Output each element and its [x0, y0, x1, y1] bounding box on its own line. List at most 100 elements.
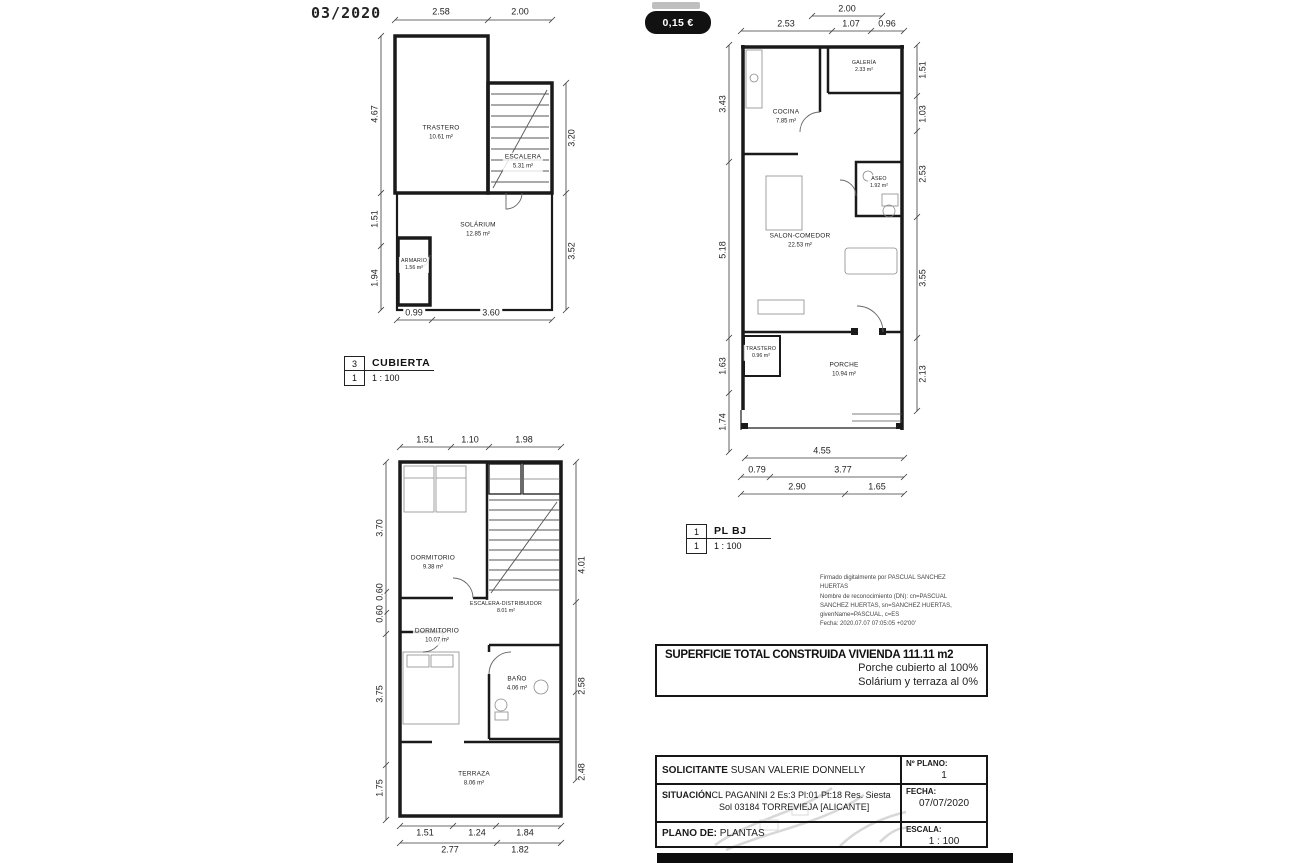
title-block-row-plano: PLANO DE: PLANTAS ESCALA: 1 : 100	[657, 823, 986, 847]
title-block-row-solicitante: SOLICITANTE SUSAN VALERIE DONNELLY Nº PL…	[657, 757, 986, 785]
dim-label: 2.00	[509, 6, 531, 17]
dim-label: 0.60	[374, 581, 385, 603]
signature-line: Firmado digitalmente por PASCUAL SANCHEZ	[820, 575, 946, 581]
room-area: 5.31 m²	[512, 163, 534, 170]
dim-label: 1.51	[369, 208, 380, 230]
room-name: COCINA	[772, 108, 800, 116]
signature-line: givenName=PASCUAL, c=ES	[820, 612, 900, 619]
dim-label: 3.52	[566, 240, 577, 262]
situacion-cell: SITUACIÓNCL PAGANINI 2 Es:3 Pl:01 Pt:18 …	[657, 785, 902, 821]
room-name: TRASTERO	[745, 345, 777, 352]
room-label-distribuidor: ESCALERA-DISTRIBUIDOR 8.01 m²	[467, 599, 545, 617]
room-area: 1.56 m²	[405, 265, 423, 271]
dim-label: 1.63	[717, 355, 728, 377]
dim-label: 1.75	[374, 777, 385, 799]
room-label-salon-comedor: SALON-COMEDOR 22.53 m²	[767, 231, 833, 251]
dim-label: 1.94	[369, 267, 380, 289]
room-name: SALON-COMEDOR	[769, 232, 831, 240]
dim-label: 1.10	[459, 434, 481, 445]
dim-label: 5.18	[717, 239, 728, 261]
room-name: ASEO	[871, 175, 887, 182]
room-label-solarium: SOLÁRIUM 12.85 m²	[458, 220, 498, 240]
room-area: 1.92 m²	[870, 183, 888, 189]
planta-primera-furniture-icons	[402, 465, 549, 725]
dim-label: 3.75	[374, 683, 385, 705]
room-area: 9.38 m²	[422, 564, 444, 571]
dim-label: 0.60	[374, 603, 385, 625]
surface-note-porche: Porche cubierto al 100%	[858, 662, 978, 674]
dim-label: 0.79	[746, 464, 768, 475]
fecha-value: 07/07/2020	[918, 798, 970, 809]
room-area: 12.85 m²	[466, 231, 490, 238]
room-label-trastero-cubierta: TRASTERO 10.61 m²	[420, 123, 462, 143]
room-name: ESCALERA-DISTRIBUIDOR	[469, 600, 543, 607]
dim-label: 3.77	[832, 464, 854, 475]
dim-label: 0.99	[403, 307, 425, 318]
dim-label: 4.67	[369, 103, 380, 125]
fecha-label: FECHA:	[906, 787, 937, 796]
surface-note-solarium: Solárium y terraza al 0%	[858, 676, 978, 689]
reference-date: 03/2020	[311, 4, 382, 22]
tag-title: CUBIERTA	[365, 356, 435, 371]
planta-baja-door-arc-icon	[799, 111, 884, 333]
num-plano-value: 1	[941, 770, 947, 781]
dim-label: 3.43	[717, 93, 728, 115]
escala-value: 1 : 100	[928, 836, 960, 847]
room-label-aseo: ASEO 1.92 m²	[868, 174, 890, 192]
room-name: PORCHE	[829, 361, 859, 369]
dim-label: 2.00	[836, 3, 858, 14]
room-name: GALERÍA	[851, 59, 877, 66]
title-block-row-situacion: SITUACIÓNCL PAGANINI 2 Es:3 Pl:01 Pt:18 …	[657, 785, 986, 823]
plano-de-label: PLANO DE:	[662, 828, 717, 839]
room-name: DORMITORIO	[410, 554, 456, 562]
dim-label: 3.20	[566, 127, 577, 149]
dim-label: 1.84	[514, 827, 536, 838]
room-name: BAÑO	[507, 675, 527, 683]
scan-artifact-bar	[657, 853, 1013, 863]
room-name: TERRAZA	[458, 770, 490, 778]
situacion-label: SITUACIÓN	[662, 790, 712, 800]
tag-sheet-number: 1	[686, 539, 707, 554]
room-label-trastero-pb: TRASTERO 0.96 m²	[743, 344, 779, 362]
planta-primera-dimension-lines	[382, 443, 580, 847]
room-area: 22.53 m²	[788, 242, 812, 249]
surface-summary-box: SUPERFICIE TOTAL CONSTRUIDA VIVIENDA 111…	[655, 644, 988, 697]
dim-label: 1.51	[414, 827, 436, 838]
dim-label: 1.98	[513, 434, 535, 445]
surface-total: SUPERFICIE TOTAL CONSTRUIDA VIVIENDA 111…	[665, 649, 954, 661]
tag-title: PL BJ	[707, 524, 771, 539]
dim-label: 4.55	[811, 445, 833, 456]
cubierta-stairs-icon	[491, 89, 549, 189]
dim-label: 1.51	[414, 434, 436, 445]
room-area: 8.01 m²	[497, 608, 515, 614]
situacion-value-line1: CL PAGANINI 2 Es:3 Pl:01 Pt:18 Res. Sies…	[711, 790, 891, 800]
planta-baja-furniture-icons	[745, 49, 899, 315]
tag-number: 1	[686, 524, 707, 539]
signature-line: Nombre de reconocimiento (DN): cn=PASCUA…	[820, 593, 948, 600]
num-plano-cell: Nº PLANO: 1	[902, 757, 986, 783]
room-area: 7.85 m²	[775, 118, 797, 125]
dim-label: 2.58	[576, 675, 587, 697]
signature-line: Fecha: 2020.07.07 07:05:05 +02'00'	[820, 621, 916, 628]
room-name: SOLÁRIUM	[460, 221, 496, 229]
title-block: SOLICITANTE SUSAN VALERIE DONNELLY Nº PL…	[655, 755, 988, 848]
planta-baja-title-tag: 1 PL BJ 1 1 : 100	[686, 524, 771, 554]
room-name: ESCALERA	[504, 153, 542, 161]
dim-label: 2.13	[917, 363, 928, 385]
escala-cell: ESCALA: 1 : 100	[902, 823, 986, 847]
room-label-dormitorio-1: DORMITORIO 9.38 m²	[408, 553, 458, 573]
dim-label: 2.53	[917, 163, 928, 185]
digital-signature-text: Firmado digitalmente por PASCUAL SANCHEZ…	[820, 574, 1015, 630]
cubierta-title-tag: 3 CUBIERTA 1 1 : 100	[344, 356, 435, 386]
plano-de-cell: PLANO DE: PLANTAS	[657, 823, 902, 846]
room-label-porche: PORCHE 10.94 m²	[827, 360, 861, 380]
room-name: ARMARIO	[400, 257, 428, 264]
cubierta-dimension-lines	[377, 16, 570, 324]
room-label-armario: ARMARIO 1.56 m²	[398, 256, 430, 274]
tax-stamp: 0,15 €	[645, 11, 711, 34]
dim-label: 2.48	[576, 761, 587, 783]
planta-primera-stairs-icon	[489, 499, 559, 594]
planta-primera-walls	[398, 460, 563, 818]
dim-label: 1.74	[717, 411, 728, 433]
